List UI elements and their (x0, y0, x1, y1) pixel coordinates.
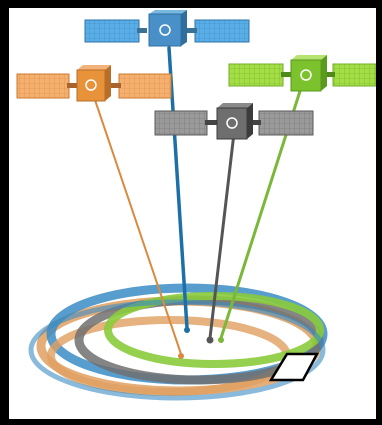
diagram-canvas (9, 8, 376, 419)
green-satellite-lens (300, 69, 312, 81)
receiver-plate (268, 352, 320, 382)
gray-satellite-lens (226, 117, 238, 129)
tether-blue (167, 46, 189, 330)
blue-satellite (84, 10, 250, 47)
green-solar-panel-left (228, 63, 284, 87)
orange-satellite-body (76, 69, 106, 102)
blue-satellite-body (148, 13, 182, 47)
tether-end-orange (178, 353, 184, 359)
green-satellite-body (290, 59, 322, 92)
tether-orange (94, 99, 182, 355)
blue-solar-panel-right (194, 19, 250, 43)
tether-end-blue (184, 327, 190, 333)
tether-gray (208, 131, 236, 340)
gray-solar-panel-left (154, 110, 208, 136)
tether-end-green (218, 337, 224, 343)
gray-satellite-body (216, 107, 248, 140)
gray-solar-panel-right (258, 110, 314, 136)
orbit-ring-blue-outer (28, 299, 326, 401)
blue-solar-panel-left (84, 19, 140, 43)
gray-satellite (154, 103, 314, 140)
orange-solar-panel-left (16, 73, 70, 99)
orange-satellite (16, 65, 172, 102)
satellite-diagram (16, 10, 376, 401)
tether-end-gray (206, 336, 214, 344)
green-satellite (228, 55, 376, 92)
blue-satellite-lens (159, 24, 171, 36)
orange-solar-panel-right (118, 73, 172, 99)
green-solar-panel-right (332, 63, 376, 87)
orange-satellite-lens (85, 79, 97, 91)
